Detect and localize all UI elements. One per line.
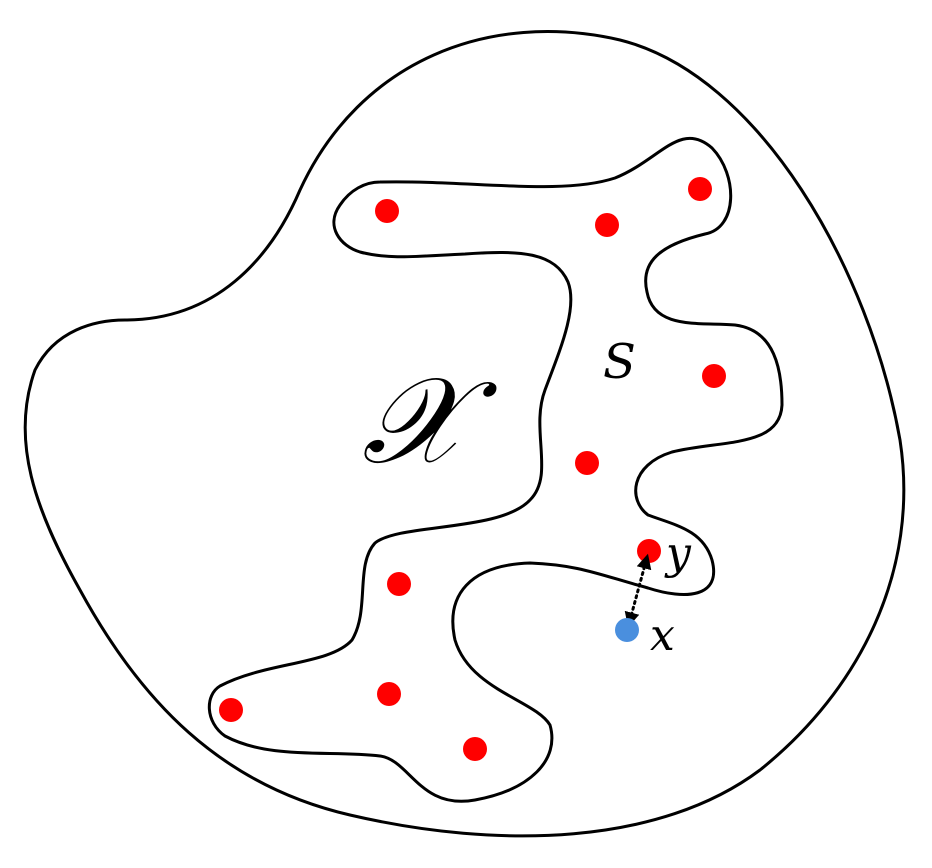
subset-label: S xyxy=(603,334,636,390)
sample-point xyxy=(387,572,411,596)
sample-point xyxy=(702,364,726,388)
space-label: 𝒳 xyxy=(362,352,498,491)
sample-point xyxy=(595,213,619,237)
sample-point xyxy=(637,539,661,563)
subset-boundary xyxy=(207,136,784,803)
query-point-label: x xyxy=(650,610,675,661)
sample-point xyxy=(463,737,487,761)
nearest-point-label: y xyxy=(664,528,692,579)
sample-points xyxy=(219,177,726,761)
sample-point xyxy=(219,698,243,722)
distance-arrow xyxy=(624,553,652,628)
query-point xyxy=(615,618,639,642)
sample-point xyxy=(575,451,599,475)
sample-point xyxy=(375,199,399,223)
sample-point xyxy=(688,177,712,201)
sample-point xyxy=(377,682,401,706)
space-boundary xyxy=(23,30,906,838)
